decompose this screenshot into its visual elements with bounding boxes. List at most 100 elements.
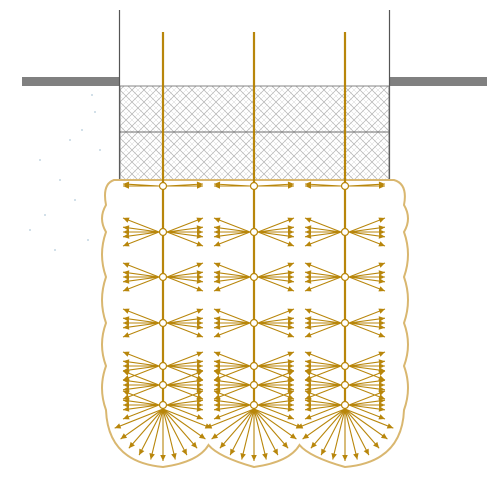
arrow-shaft [348, 231, 386, 238]
node-layer [158, 181, 350, 410]
arrow-shaft [348, 271, 386, 278]
injection-arrow [166, 217, 204, 233]
injection-arrow [122, 359, 160, 367]
arrow-head [305, 181, 312, 188]
injection-arrow [257, 270, 295, 278]
injection-arrow [166, 398, 204, 406]
arrow-shaft [213, 384, 251, 400]
arrow-head [305, 217, 312, 223]
arrow-head [282, 441, 289, 449]
injection-arrow [213, 384, 251, 392]
arrow-shaft [257, 317, 295, 324]
arrow-shaft [304, 308, 342, 324]
injection-arrow [304, 351, 342, 367]
injection-arrow [166, 370, 204, 386]
arrow-head [287, 286, 294, 292]
arrow-shaft [304, 351, 342, 367]
arrow-shaft [213, 365, 251, 381]
arrow-head [305, 278, 312, 284]
injection-arrow [348, 217, 386, 233]
arrow-head [378, 324, 385, 330]
arrow-shaft [348, 404, 386, 411]
arrow-head [196, 332, 203, 338]
arrow-head [287, 414, 294, 420]
arrow-shaft [348, 308, 386, 324]
injection-arrow [166, 351, 204, 367]
speckle-dot [91, 94, 93, 96]
arrow-shaft [296, 408, 346, 429]
arrow-head [197, 229, 203, 235]
arrow-shaft [122, 322, 160, 338]
injection-arrow [304, 276, 342, 292]
injection-arrow [122, 322, 160, 338]
arrow-shaft [348, 404, 386, 420]
injection-arrow [122, 262, 160, 278]
injection-arrow [214, 402, 250, 408]
arrow-head [123, 359, 130, 365]
injection-arrow [258, 402, 294, 408]
injection-arrow [214, 382, 250, 388]
arrow-shaft [213, 317, 251, 324]
arrow-head [123, 398, 130, 404]
injection-arrow [166, 276, 204, 284]
arrow-head [214, 332, 221, 338]
arrow-shaft [205, 408, 255, 429]
arrow-shaft [150, 408, 164, 460]
arrow-shaft [344, 408, 370, 456]
injection-node [340, 400, 350, 410]
speckle-dot [74, 199, 76, 201]
arrow-shaft [122, 390, 160, 406]
injection-arrow [304, 322, 342, 338]
arrow-shaft [166, 231, 204, 238]
arrow-head [196, 394, 203, 400]
arrow-head [342, 455, 348, 461]
arrow-head [378, 359, 385, 365]
arrow-shaft [166, 217, 204, 233]
arrow-head [214, 181, 221, 188]
arrow-head [305, 398, 312, 404]
arrow-shaft [304, 322, 342, 329]
arrow-head [378, 394, 385, 400]
injection-arrow [349, 363, 385, 369]
arrow-shaft [304, 271, 342, 278]
arrow-shaft [257, 308, 295, 324]
speckle-dot [69, 139, 71, 141]
arrow-head [321, 448, 327, 456]
injection-arrow [304, 384, 342, 400]
arrow-head [197, 382, 203, 388]
injection-arrow [123, 363, 159, 369]
arrow-head [379, 363, 385, 369]
arrow-shaft [257, 262, 295, 278]
arrow-head [287, 308, 294, 314]
arrow-head [196, 414, 203, 420]
arrow-head [123, 233, 130, 239]
arrow-shaft [166, 226, 204, 233]
arrow-shaft [348, 384, 386, 391]
injection-arrow [257, 217, 295, 233]
arrow-shaft [213, 231, 251, 247]
arrow-head [378, 308, 385, 314]
injection-node [249, 361, 259, 371]
injection-arrow [128, 408, 164, 449]
arrow-head [378, 386, 385, 392]
arrow-head [379, 274, 385, 280]
arrow-head [251, 455, 257, 461]
arrow-head [378, 370, 385, 376]
arrow-shaft [166, 370, 204, 386]
arrow-head [386, 423, 394, 429]
arrow-head [287, 406, 294, 412]
arrow-shaft [213, 390, 251, 406]
arrow-head [114, 423, 122, 429]
arrow-head [305, 414, 312, 420]
arrow-shaft [257, 183, 295, 187]
injection-node [249, 227, 259, 237]
injection-arrow [166, 308, 204, 324]
arrow-shaft [257, 271, 295, 278]
arrow-head [196, 233, 203, 239]
arrow-shaft [304, 231, 342, 238]
injection-arrow [304, 231, 342, 247]
arrow-head [196, 406, 203, 412]
arrow-shaft [257, 322, 295, 329]
arrow-head [305, 233, 312, 239]
arrow-head [123, 370, 130, 376]
